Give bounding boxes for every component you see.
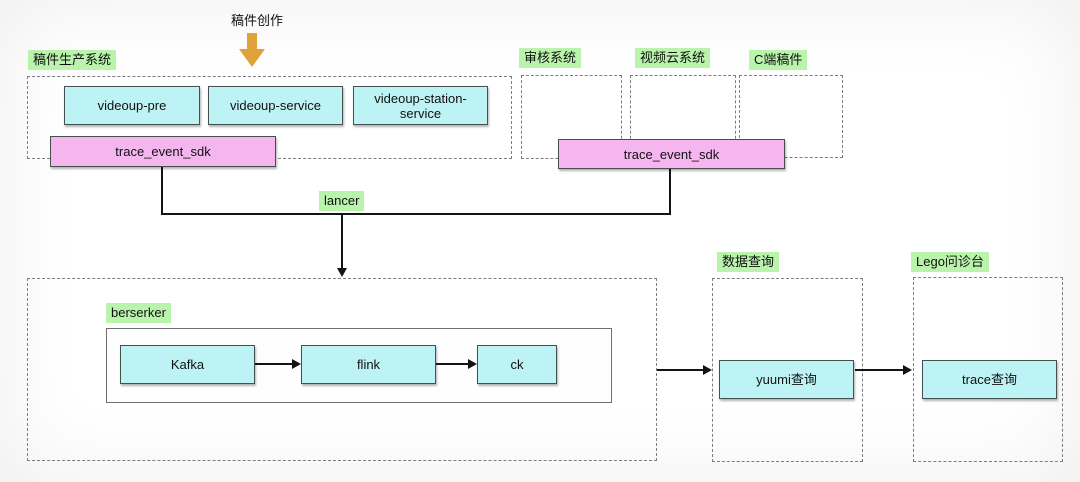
creation-flow-arrow-icon	[239, 33, 265, 67]
arrowhead-lancer-to-berserker	[337, 268, 347, 277]
arrowhead-flink-to-ck	[468, 359, 477, 369]
line-lancer-horizontal	[161, 213, 671, 215]
node-trace-event-sdk-right: trace_event_sdk	[558, 139, 785, 169]
berserker-group	[27, 278, 657, 461]
audit-system-label: 审核系统	[519, 48, 582, 68]
c-side-post-group	[739, 75, 843, 158]
line-left-sdk-down	[161, 166, 163, 214]
arrowhead-berserker-to-data-query	[703, 365, 712, 375]
line-berserker-to-data-query	[657, 369, 704, 371]
node-yuumi-query: yuumi查询	[719, 360, 854, 399]
node-videoup-pre: videoup-pre	[64, 86, 200, 125]
lego-console-label: Lego问诊台	[911, 252, 989, 272]
line-yuumi-to-trace	[855, 369, 904, 371]
video-cloud-system-label: 视频云系统	[635, 48, 711, 68]
lancer-label: lancer	[319, 191, 365, 211]
node-kafka: Kafka	[120, 345, 255, 384]
node-videoup-station-service: videoup-station-service	[353, 86, 488, 125]
line-flink-to-ck	[436, 363, 469, 365]
node-flink: flink	[301, 345, 436, 384]
c-side-post-label: C端稿件	[749, 50, 808, 70]
line-lancer-to-berserker	[341, 214, 343, 269]
line-right-sdk-down	[669, 168, 671, 214]
arrowhead-yuumi-to-trace	[903, 365, 912, 375]
production-system-label: 稿件生产系统	[28, 50, 117, 70]
line-kafka-to-flink	[255, 363, 293, 365]
lego-console-group	[913, 277, 1063, 462]
data-query-label: 数据查询	[717, 252, 780, 272]
arrowhead-kafka-to-flink	[292, 359, 301, 369]
berserker-label: berserker	[106, 303, 171, 323]
node-ck: ck	[477, 345, 557, 384]
creation-annotation: 稿件创作	[231, 13, 284, 28]
node-videoup-service: videoup-service	[208, 86, 343, 125]
node-trace-query: trace查询	[922, 360, 1057, 399]
node-trace-event-sdk-left: trace_event_sdk	[50, 136, 276, 167]
